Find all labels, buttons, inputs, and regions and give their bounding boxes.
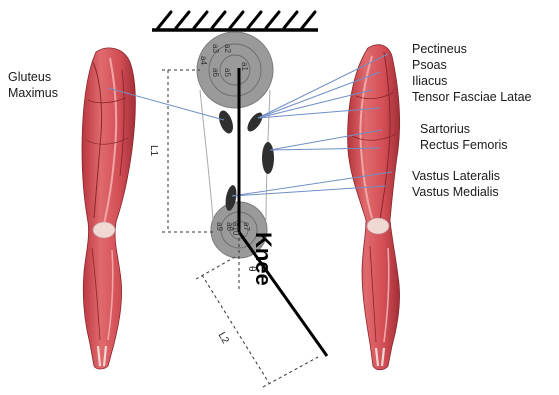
gluteus-maximus-label-line2: Maximus: [8, 86, 58, 100]
knee-joint-label: a9: [212, 222, 226, 231]
hip-joint-label: a6: [208, 68, 222, 77]
knee-joint-label: a10: [228, 222, 242, 235]
muscle-attachment-points: [216, 109, 274, 212]
rectus-femoris-label: Rectus Femoris: [420, 138, 508, 152]
tensor-fasciae-latae-label: Tensor Fasciae Latae: [412, 90, 532, 104]
iliacus-label: Iliacus: [412, 74, 447, 88]
left-leg-muscle-illustration: [82, 48, 136, 369]
pectineus-label: Pectineus: [412, 42, 467, 56]
hip-joint-label: a5: [220, 68, 234, 77]
gluteus-maximus-label-line1: Gluteus: [8, 70, 51, 84]
fixed-ground-support: [152, 12, 318, 30]
sartorius-label: Sartorius: [420, 122, 470, 136]
hip-joint-label: a4: [196, 56, 210, 65]
vastus-lateralis-label: Vastus Lateralis: [412, 169, 500, 183]
vastus-medialis-label: Vastus Medialis: [412, 185, 499, 199]
hip-joint-label: a2: [220, 44, 234, 53]
hip-joint-label: a1: [237, 62, 251, 71]
knee-label: Knee: [252, 232, 274, 286]
hip-joint-label: a3: [208, 44, 222, 53]
right-leg-muscle-illustration: [348, 45, 400, 370]
psoas-label: Psoas: [412, 58, 447, 72]
thigh-length-label: L1: [146, 145, 160, 156]
